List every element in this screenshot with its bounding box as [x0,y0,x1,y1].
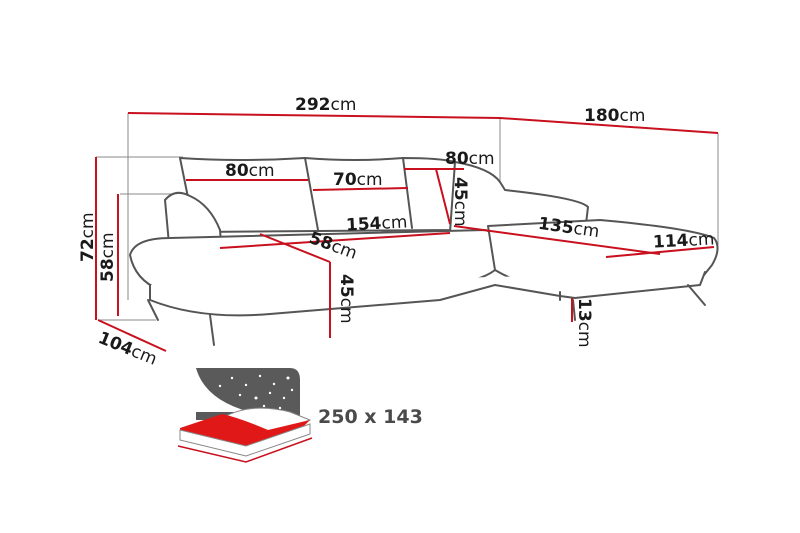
dim-chaise-depth: 180cm [584,106,646,126]
sleeping-bed-icon [177,368,313,463]
sofa-outline [129,157,719,346]
dim-total-width: 292cm [295,95,357,115]
dim-arm-height: 58cm [98,232,118,282]
dim-cushion-middle: 70cm [333,170,383,190]
extension-lines [96,113,719,321]
bed-size-label: 250 x 143 [318,406,423,428]
dim-cushion-right: 80cm [445,149,495,169]
dim-total-height: 72cm [78,212,98,262]
dim-chaise-width: 114cm [652,229,715,253]
dim-leg-height: 13cm [574,298,594,348]
dim-cushion-right-height: 45cm [450,177,470,227]
dim-cushion-left: 80cm [225,161,275,181]
dim-seat-height: 45cm [336,274,356,324]
dim-seat-width: 154cm [345,212,408,236]
dimension-lines [95,112,719,352]
